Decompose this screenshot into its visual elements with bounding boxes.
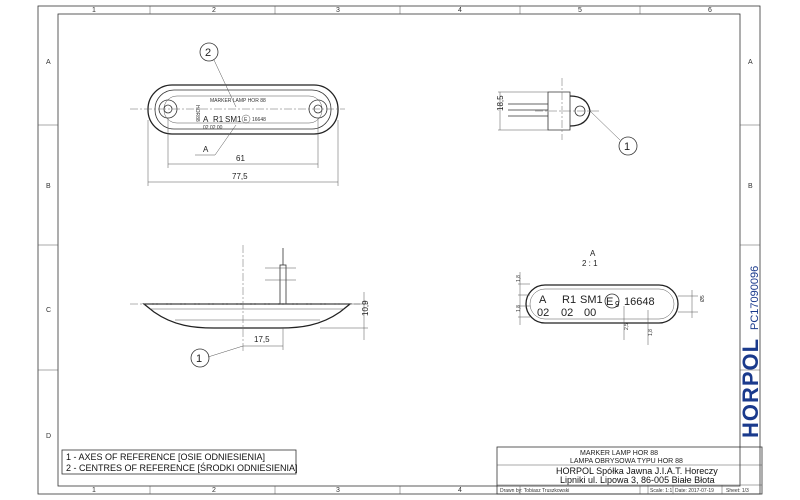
col-label-4: 4: [458, 7, 462, 14]
front-callout-1-label: 1: [196, 353, 202, 365]
detail-mark-e-num: 9: [615, 300, 620, 309]
col-label-2: 2: [212, 7, 216, 14]
lamp-row2: 02 02 00: [203, 125, 223, 131]
lamp-text-line1: MARKER LAMP HOR 88: [210, 98, 266, 104]
front-dim-height: 10,9: [361, 300, 370, 316]
brand-area: PC17090096 HORPOL: [738, 266, 763, 438]
top-view: MARKER LAMP HOR 88 HOR88 A R1 SM1 E 1664…: [130, 42, 345, 186]
row-label-a-right: A: [748, 59, 753, 66]
col-label-6: 6: [708, 7, 712, 14]
detail-row2-c: 00: [584, 307, 596, 319]
callout-2-bubble: [199, 42, 219, 62]
detail-dim-18b: 1,8: [516, 305, 522, 312]
detail-mark-r1: R1: [562, 294, 576, 306]
row-label-a: A: [46, 59, 51, 66]
detail-mark-a: A: [539, 294, 547, 306]
col-label-1-bottom: 1: [92, 487, 96, 494]
lamp-outline-inner: [154, 89, 332, 130]
col-label-4-bottom: 4: [458, 487, 462, 494]
detail-scale: 2 : 1: [582, 259, 598, 268]
lamp-mark-num: 16648: [252, 117, 266, 123]
title-company: HORPOL Spółka Jawna J.I.A.T. Horeczy: [556, 466, 718, 476]
col-label-3: 3: [336, 7, 340, 14]
detail-view-a: A 2 : 1 A R1 SM1 E 9 16648 02 02 00 1,8 …: [516, 249, 706, 345]
dim-inner: 61: [236, 154, 245, 163]
front-view: 10,9 17,5 1: [130, 245, 370, 368]
column-ticks: [149, 6, 641, 494]
title-address: Lipniki ul. Lipowa 3, 86-005 Białe Błota: [560, 475, 715, 485]
row-label-b: B: [46, 183, 51, 190]
title-name-pl: LAMPA OBRYSOWA TYPU HOR 88: [570, 458, 683, 465]
detail-dim-25: 2,5: [624, 323, 630, 330]
side-callout-1-label: 1: [624, 141, 630, 153]
detail-title: A: [590, 249, 596, 258]
title-scale: Scale: 1:1: [650, 488, 672, 494]
detail-dim-18c: 1,8: [648, 329, 654, 336]
drawing-code: PC17090096: [749, 266, 761, 330]
legend-line-1: 1 - AXES OF REFERENCE [OSIE ODNIESIENIA]: [66, 452, 265, 462]
col-label-5: 5: [578, 7, 582, 14]
title-drawn-by: Drawn by: Tobiasz Truszkowski: [500, 488, 569, 494]
legend-line-2: 2 - CENTRES OF REFERENCE [ŚRODKI ODNIESI…: [66, 462, 298, 473]
callout-2-label: 2: [205, 47, 211, 59]
detail-row2-b: 02: [561, 307, 573, 319]
title-name-en: MARKER LAMP HOR 88: [580, 450, 658, 457]
detail-dim-d5: Ø5: [700, 295, 706, 302]
row-ticks: [38, 124, 760, 371]
lamp-mark-sm1: SM1: [225, 115, 242, 124]
detail-dim-18a: 1,8: [516, 275, 522, 282]
title-block: MARKER LAMP HOR 88 LAMPA OBRYSOWA TYPU H…: [496, 446, 763, 495]
lamp-side-mark: HOR88: [194, 105, 200, 122]
col-label-3-bottom: 3: [336, 487, 340, 494]
inner-frame: [57, 13, 741, 487]
side-dim-height: 18,5: [496, 95, 505, 111]
row-label-c: C: [46, 307, 51, 314]
detail-row2-a: 02: [537, 307, 549, 319]
detail-mark-e: E: [606, 296, 613, 308]
col-label-1: 1: [92, 7, 96, 14]
row-label-d: D: [46, 433, 51, 440]
lamp-mark-a: A: [203, 115, 209, 124]
col-label-2-bottom: 2: [212, 487, 216, 494]
section-a-label: A: [203, 145, 209, 154]
front-dim-offset: 17,5: [254, 335, 270, 344]
side-callout-1-bubble: [618, 136, 638, 156]
lamp-outline-outer: [147, 84, 339, 135]
lamp-mark-r1: R1: [213, 115, 224, 124]
dim-outer: 77,5: [232, 172, 248, 181]
detail-mark-code: 16648: [624, 296, 655, 308]
legend: 1 - AXES OF REFERENCE [OSIE ODNIESIENIA]…: [61, 449, 298, 475]
title-sheet: Sheet: 1/3: [726, 488, 749, 494]
front-callout-1-bubble: [190, 348, 210, 368]
title-date: Date: 2017-07-19: [675, 488, 714, 494]
row-label-b-right: B: [748, 183, 753, 190]
lamp-mark-e: E: [244, 117, 248, 123]
side-view-right: 18,5 1: [496, 78, 638, 156]
detail-mark-sm1: SM1: [580, 294, 603, 306]
brand-logo: HORPOL: [738, 338, 763, 438]
outer-frame: [37, 5, 761, 495]
